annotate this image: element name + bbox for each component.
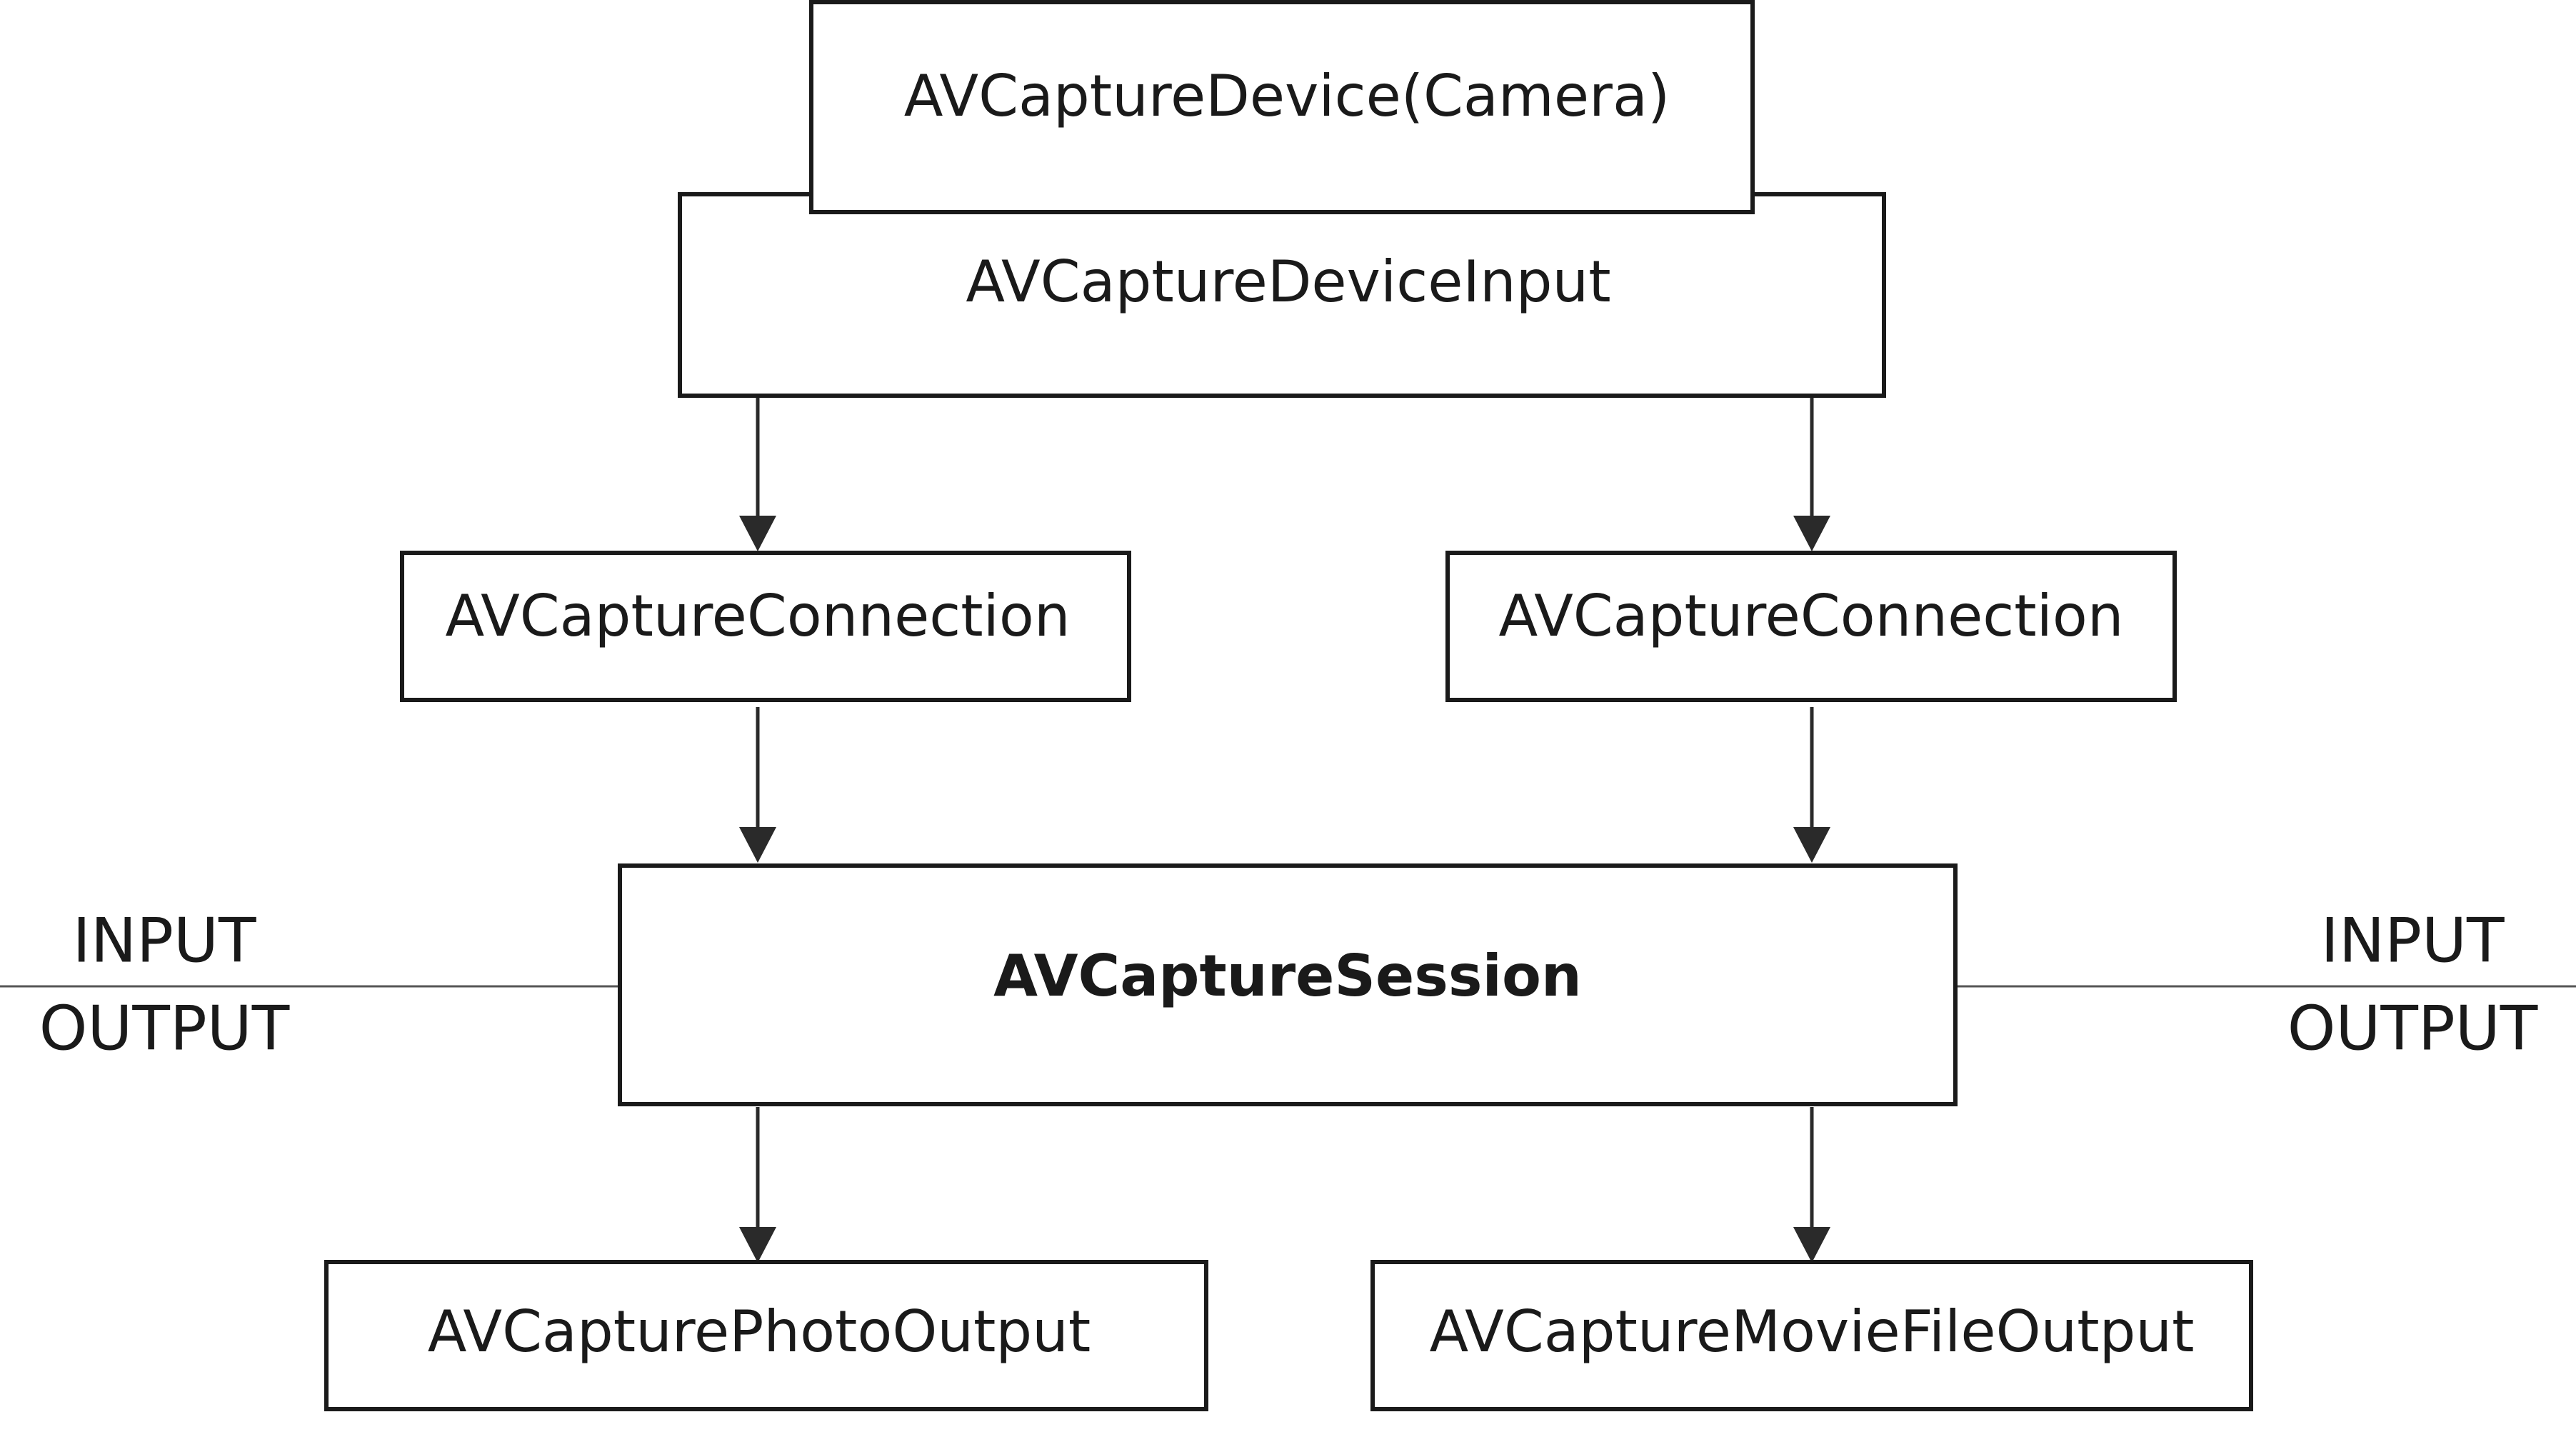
node-device-input: AVCaptureDeviceInput: [678, 192, 1886, 398]
node-connection-right: AVCaptureConnection: [1445, 551, 2177, 702]
node-movie-output-label: AVCaptureMovieFileOutput: [1430, 1298, 2195, 1365]
arrowhead-movie-output-in: [1793, 1227, 1830, 1263]
side-label-right-input: INPUT: [2320, 905, 2505, 976]
arrowhead-session-in-right: [1793, 827, 1830, 863]
node-connection-right-label: AVCaptureConnection: [1498, 583, 2123, 649]
node-device-box: [809, 0, 1755, 214]
edges: [739, 397, 1830, 1263]
node-session-box: [618, 863, 1958, 1106]
node-connection-left: AVCaptureConnection: [400, 551, 1131, 702]
arrowhead-session-in-left: [739, 827, 776, 863]
arrowhead-connection-left-in: [739, 516, 776, 551]
node-session: AVCaptureSession: [618, 863, 1958, 1106]
node-photo-output-label: AVCapturePhotoOutput: [428, 1298, 1091, 1365]
node-photo-output-box: [324, 1260, 1208, 1411]
node-device-label: AVCaptureDevice(Camera): [904, 63, 1670, 129]
node-session-label: AVCaptureSession: [993, 943, 1582, 1009]
node-device: AVCaptureDevice(Camera): [809, 0, 1755, 214]
node-device-input-label: AVCaptureDeviceInput: [966, 249, 1610, 315]
side-label-left-output: OUTPUT: [39, 993, 290, 1064]
node-photo-output: AVCapturePhotoOutput: [324, 1260, 1208, 1411]
node-connection-left-label: AVCaptureConnection: [445, 583, 1070, 649]
node-connection-right-box: [1445, 551, 2177, 702]
arrowhead-connection-right-in: [1793, 516, 1830, 551]
node-device-input-box: [678, 192, 1886, 398]
arrowhead-photo-output-in: [739, 1227, 776, 1263]
node-movie-output: AVCaptureMovieFileOutput: [1370, 1260, 2253, 1411]
node-connection-left-box: [400, 551, 1131, 702]
side-label-right-output: OUTPUT: [2287, 993, 2538, 1064]
side-label-left-input: INPUT: [72, 905, 256, 976]
node-movie-output-box: [1370, 1260, 2253, 1411]
